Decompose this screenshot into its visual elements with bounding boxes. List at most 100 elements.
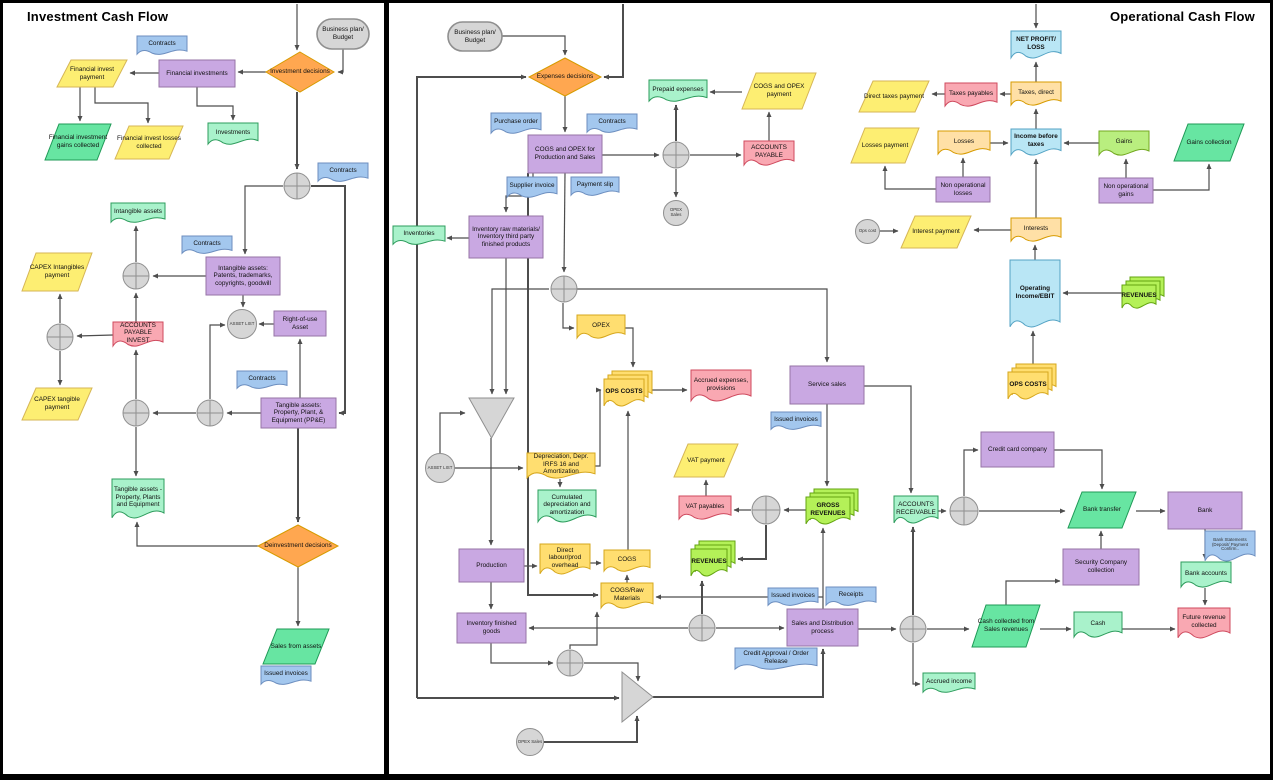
connector-60 [490,643,554,666]
frame-left [0,0,3,780]
interest-payment [900,215,972,249]
purchase-order [490,112,542,135]
bank-statements [1204,530,1256,562]
connector-6 [196,87,236,121]
taxes-payables [944,82,998,108]
accounts-payable [743,140,795,167]
connector-61 [584,662,641,682]
connector-62 [569,611,600,649]
cash [1073,611,1123,639]
sales-distribution [786,608,859,647]
connector-27 [502,35,568,56]
junction-invest-4 [122,399,150,427]
bank [1167,491,1243,530]
connector-73 [864,385,914,494]
financial-invest-losses-collected [114,125,184,160]
operational-cash-flow-title: Operational Cash Flow [1109,9,1255,24]
issued-invoices-service [770,411,822,431]
connector-75 [963,447,979,496]
accrued-expenses [690,369,752,403]
deinvestment-decisions [256,524,340,568]
junction-ops-3 [751,495,781,525]
prepaid-expenses [648,79,708,103]
connector-28 [603,4,624,80]
junction-ops-5 [688,614,716,642]
revenues-mid [690,540,736,577]
business-plan-ops [447,21,503,52]
inventory-finished-goods [456,612,527,644]
future-revenue-collected [1177,607,1231,639]
asset-list-invest [227,309,257,339]
opex-sales-circle-1 [663,200,689,226]
junction-ops-2 [550,275,578,303]
issued-invoices-invest [260,665,312,686]
investment-decisions [265,51,335,93]
junction-invest-2 [122,262,150,290]
operating-income-ebit [1009,259,1061,328]
frame-right [1270,0,1273,780]
depreciation [526,452,596,480]
capex-intangibles-payment [21,252,93,292]
cogs-opex-payment [741,72,817,110]
inventory-raw-materials [468,215,544,259]
connector-25 [134,521,258,547]
connector-44 [625,327,636,368]
gains-collection [1173,123,1245,162]
direct-taxes-payment [858,80,930,113]
connector-48 [595,387,602,467]
merge-triangle-right [621,670,654,724]
connector-99 [1054,449,1105,490]
opex-sales-circle-2 [516,728,544,756]
connector-16 [76,333,114,339]
financial-investment-gains-collected [44,123,112,161]
intangible-assets-doc [110,202,166,224]
financial-invest-payment [56,59,128,88]
sales-from-assets [262,628,330,665]
junction-ops-4 [949,496,979,526]
receipts [825,586,877,607]
connector-90 [882,165,936,190]
cash-collected-sales [971,604,1041,648]
service-sales [789,365,865,405]
contracts-3 [181,235,233,255]
credit-card-company [980,431,1055,468]
connector-29 [416,74,527,698]
connector-56 [527,173,599,598]
investment-cash-flow-title: Investment Cash Flow [27,9,169,24]
vat-payables [678,495,732,521]
connector-8 [242,185,283,255]
connector-43 [577,288,830,363]
contracts-5 [586,113,638,134]
losses [937,130,991,156]
tangible-assets-doc [111,478,165,519]
connector-41 [489,288,549,395]
asset-list-ops [425,453,455,483]
gross-revenues [805,488,859,525]
frame-top [0,0,1273,3]
tangible-assets-ppe [260,397,337,429]
business-plan-invest [316,18,370,50]
junction-ops-1 [662,141,690,169]
junction-invest-1 [283,172,311,200]
merge-triangle-down [468,397,515,440]
vat-payment [673,443,739,478]
capex-tangible-payment [21,387,93,421]
connector-66 [653,648,826,698]
connector-45 [439,410,466,453]
contracts-2 [317,162,369,183]
connector-92 [1153,163,1212,191]
taxes-direct [1010,81,1062,107]
connector-65 [544,715,640,743]
connector-71 [737,525,767,562]
financial-investments [158,59,236,88]
production [458,548,525,583]
credit-approval [734,647,818,671]
cumulated-depreciation [537,489,597,524]
opex-doc [576,314,626,340]
intangible-assets-patents [205,256,281,296]
connector-5 [94,87,151,124]
non-operational-losses [935,176,991,203]
ops-cost-circle [855,219,880,244]
direct-labour [539,543,591,575]
net-profit-loss [1010,30,1062,60]
